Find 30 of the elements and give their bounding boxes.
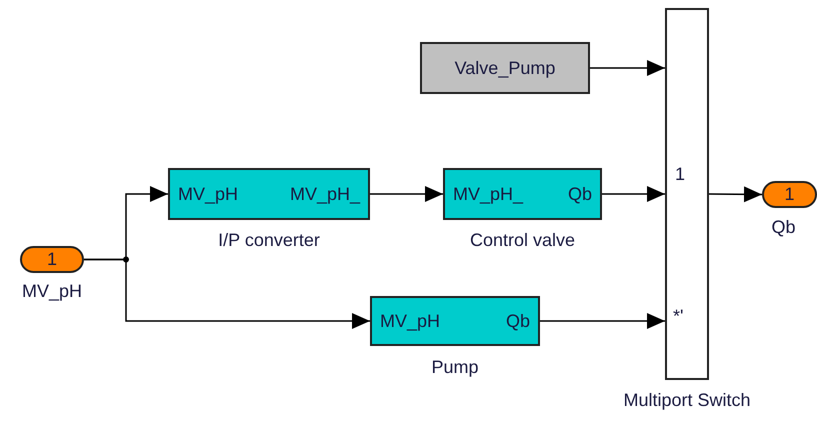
- port-label: Qb: [568, 184, 592, 204]
- block-label: Valve_Pump: [454, 58, 556, 78]
- block-name: MV_pH: [20, 280, 84, 302]
- signal-line: [602, 186, 665, 202]
- subsystem-block: [370, 296, 540, 346]
- signal-line: [370, 186, 443, 202]
- port-label: MV_pH: [380, 310, 440, 332]
- constant-block: [420, 42, 590, 94]
- port-label: *': [673, 306, 684, 327]
- multiport-switch-block: [665, 8, 709, 380]
- block-name: Control valve: [468, 229, 576, 251]
- signal-line: [540, 313, 665, 329]
- block-name: Pump: [430, 356, 480, 378]
- block-name: Qb: [770, 216, 796, 238]
- port-label: MV_pH_: [453, 184, 524, 204]
- port-label: MV_pH_: [290, 184, 360, 204]
- subsystem-block: [443, 168, 602, 220]
- outport-block: [762, 181, 817, 208]
- signal-line: [590, 60, 665, 76]
- block-name: Multiport Switch: [622, 389, 752, 411]
- port-label: Qb: [506, 310, 530, 332]
- block-label: 1: [784, 184, 794, 205]
- block-name: I/P converter: [217, 229, 321, 251]
- signal-line: [84, 258, 370, 329]
- signal-line: [709, 186, 762, 202]
- inport-block: [20, 246, 84, 273]
- port-label: 1: [675, 164, 686, 185]
- subsystem-block: [168, 168, 370, 220]
- block-label: 1: [46, 249, 57, 270]
- port-label: MV_pH: [178, 184, 238, 204]
